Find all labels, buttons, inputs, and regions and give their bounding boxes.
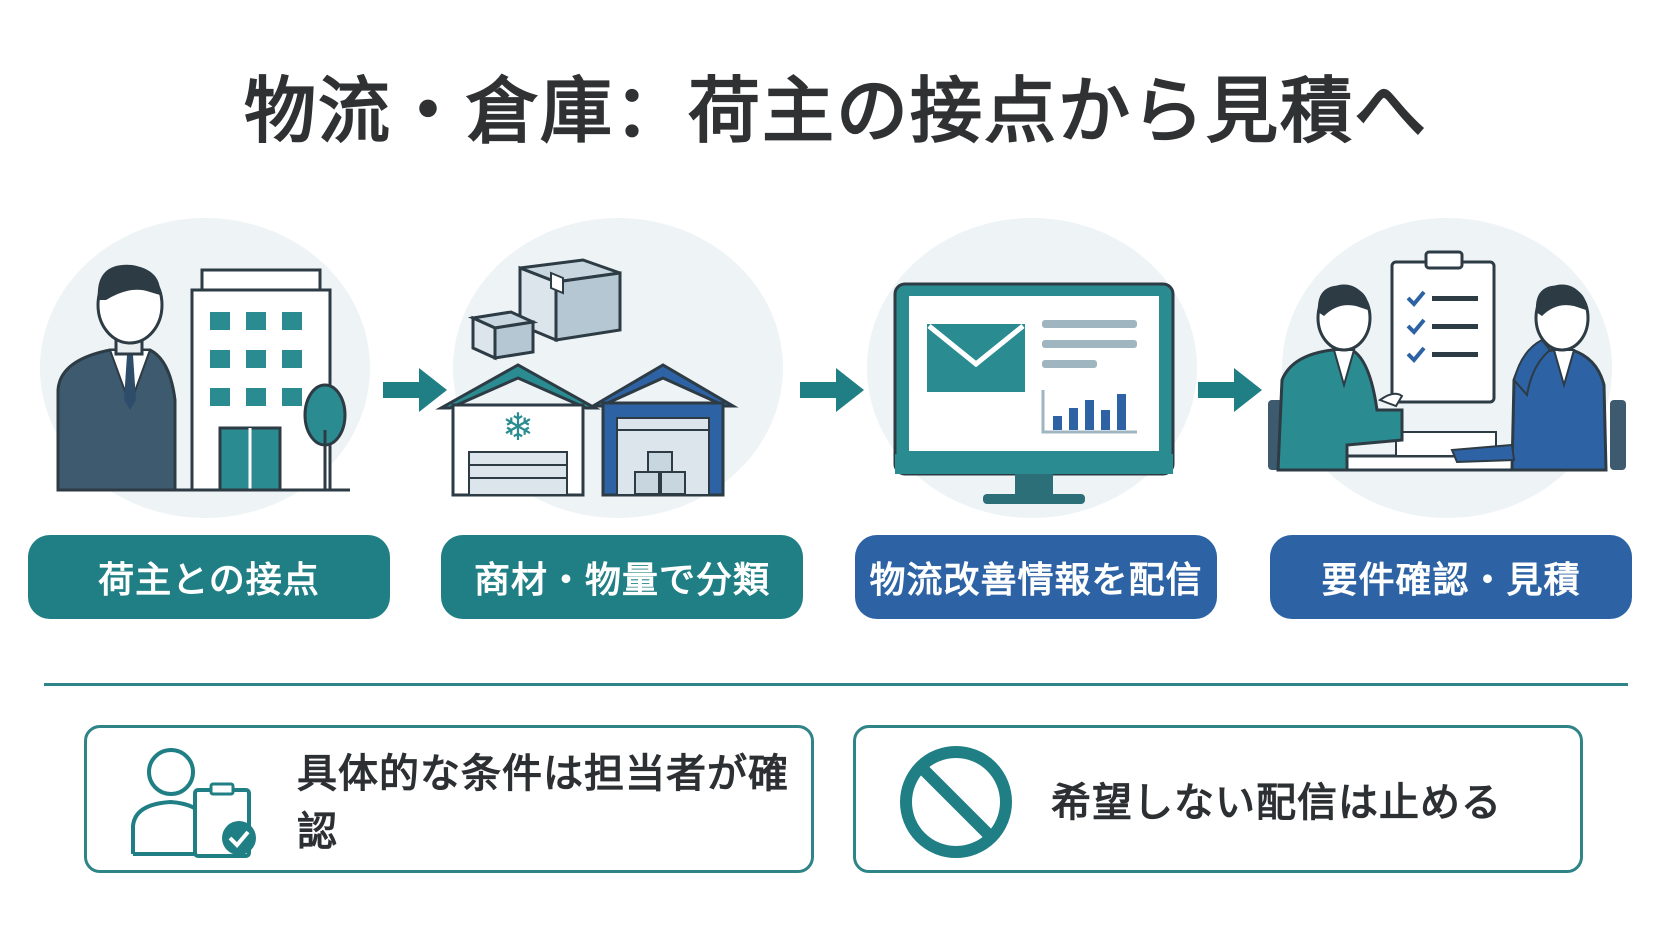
- person-clipboard-check-icon: [131, 748, 256, 858]
- step-shipper-contact: 荷主との接点: [10, 200, 400, 630]
- svg-text:❄: ❄: [502, 405, 534, 449]
- note-text: 具体的な条件は担当者が確認: [297, 751, 789, 855]
- step-label: 要件確認・見積: [1270, 535, 1632, 619]
- shipper-building-icon: [56, 264, 350, 492]
- note-staff-confirm: 具体的な条件は担当者が確認: [84, 725, 814, 873]
- arrow-right-icon: [383, 368, 447, 412]
- step-label: 荷主との接点: [28, 535, 390, 619]
- step-label: 物流改善情報を配信: [855, 535, 1217, 619]
- note-stop-unwanted: 希望しない配信は止める: [853, 725, 1583, 873]
- meeting-checklist-icon: [1268, 250, 1626, 472]
- step-categorize: ❄ 商材・物量で分類: [423, 200, 813, 630]
- section-divider: [44, 683, 1628, 686]
- step-requirements-quote: 要件確認・見積: [1252, 200, 1642, 630]
- arrow-right-icon: [1198, 368, 1262, 412]
- step-distribute-info: 物流改善情報を配信: [837, 200, 1227, 630]
- warehouse-icon: ❄: [435, 258, 739, 497]
- page-title: 物流・倉庫：荷主の接点から見積へ: [243, 69, 1428, 153]
- note-text: 希望しない配信は止める: [1051, 780, 1502, 826]
- monitor-mail-icon: [893, 282, 1175, 504]
- step-label: 商材・物量で分類: [441, 535, 803, 619]
- prohibited-icon: [900, 746, 1012, 858]
- arrow-right-icon: [800, 368, 864, 412]
